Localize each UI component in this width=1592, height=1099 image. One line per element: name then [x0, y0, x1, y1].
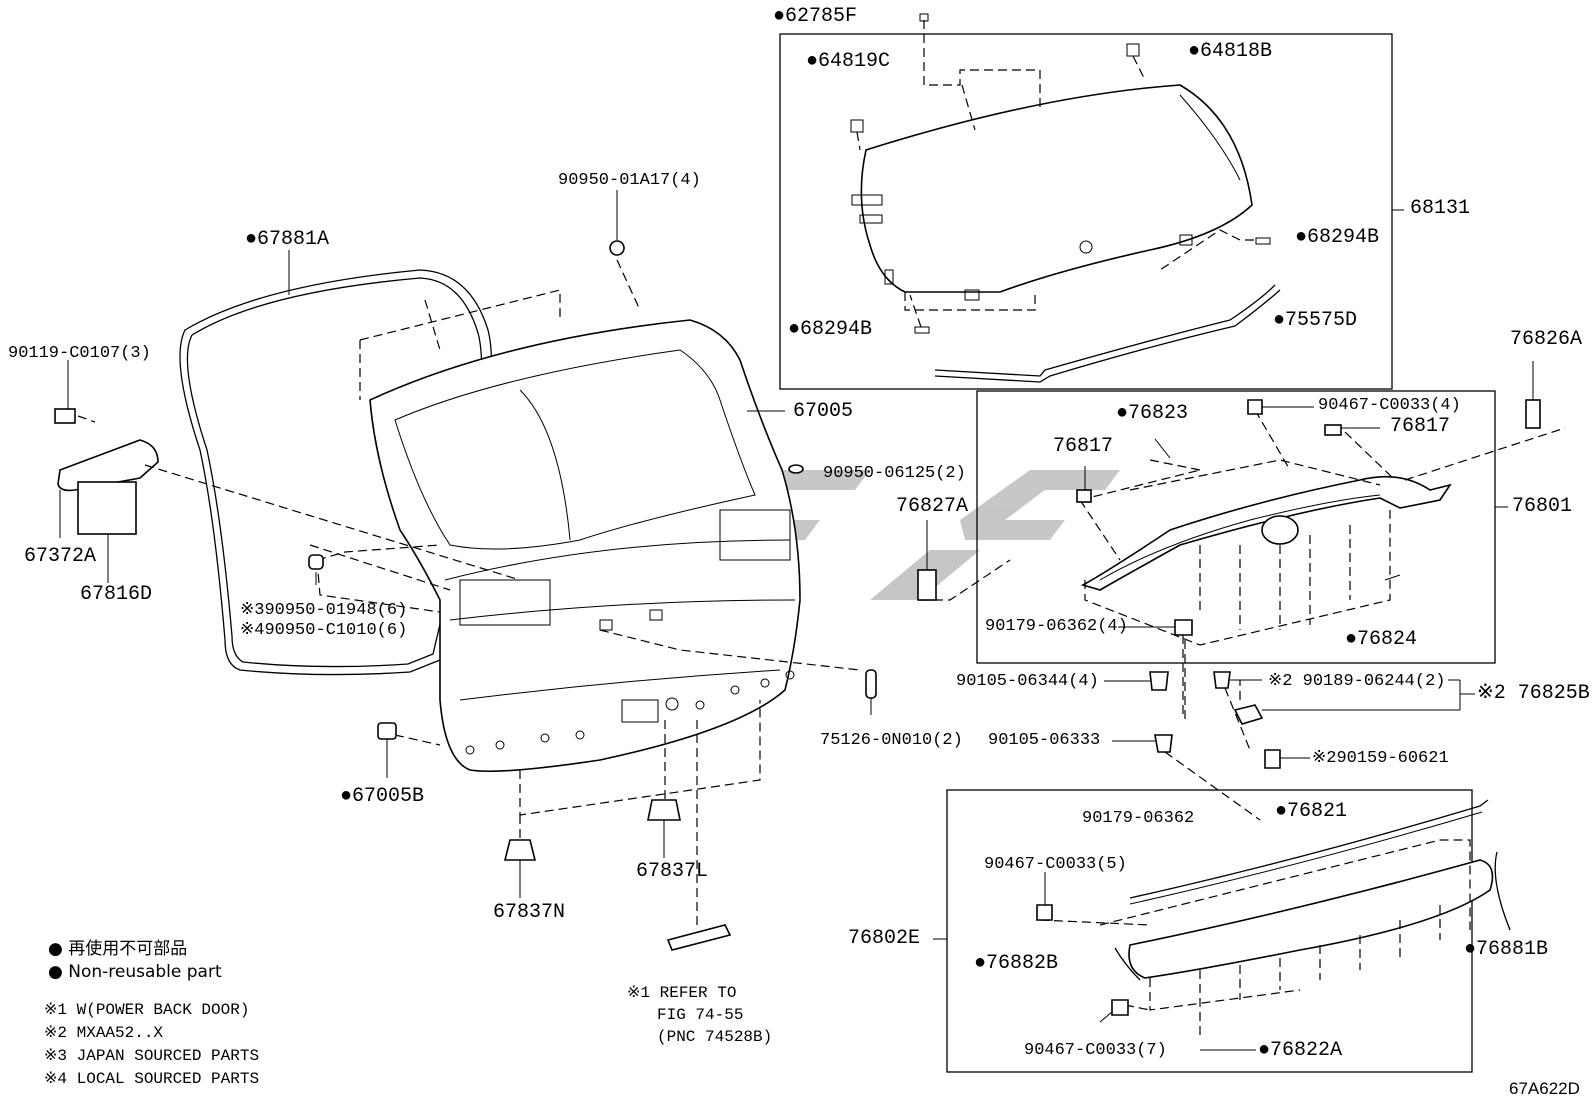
label-67881A: ●67881A: [245, 228, 330, 251]
label-75575D: ●75575D: [1273, 309, 1358, 332]
label-76817-right: 76817: [1390, 415, 1451, 438]
back-door-panel-67005: [369, 319, 801, 773]
label-90950-C1010: ※490950-C1010(6): [240, 621, 408, 640]
refer-note-line2: FIG 74-55: [657, 1006, 744, 1024]
label-76821: ●76821: [1275, 800, 1348, 823]
back-door-glass: [860, 84, 1253, 293]
label-76826A: 76826A: [1510, 328, 1583, 351]
label-90105-06344: 90105-06344(4): [956, 672, 1099, 691]
garnish-76802E: [1128, 859, 1494, 979]
label-67005B: ●67005B: [340, 785, 425, 808]
label-90179-06362-4: 90179-06362(4): [985, 617, 1128, 636]
label-67372A: 67372A: [24, 545, 97, 568]
label-67837L: 67837L: [636, 860, 709, 883]
label-90950-01948: ※390950-01948(6): [240, 601, 408, 620]
molding-75575D: [934, 284, 1276, 377]
label-67816D: 67816D: [80, 583, 153, 606]
label-90189-06244: ※2 90189-06244(2): [1268, 672, 1446, 691]
refer-note-line1: ※1 REFER TO: [627, 984, 737, 1002]
label-76802E: 76802E: [848, 927, 921, 950]
label-67816D: [77, 481, 137, 535]
label-76801: 76801: [1512, 495, 1573, 518]
label-68131: 68131: [1410, 197, 1471, 220]
label-90950-06125: 90950-06125(2): [823, 464, 966, 483]
label-76822A: ●76822A: [1258, 1039, 1343, 1062]
hinge-67372A: [57, 439, 159, 492]
label-90467-C0033-7: 90467-C0033(7): [1024, 1041, 1167, 1060]
legend-note-2: ※2 MXAA52..X: [44, 1024, 164, 1042]
label-76882B: ●76882B: [974, 952, 1059, 975]
legend-note-1: ※1 W(POWER BACK DOOR): [44, 1001, 250, 1019]
label-67005: 67005: [793, 400, 854, 423]
label-90950-01A17: 90950-01A17(4): [558, 171, 701, 190]
label-64819C: ●64819C: [806, 50, 891, 73]
label-90119-C0107: 90119-C0107(3): [8, 344, 151, 363]
legend-japanese: ● 再使用不可部品: [48, 939, 188, 959]
label-76881B: ●76881B: [1464, 938, 1549, 961]
glass-group-box: [779, 33, 1393, 390]
label-68294B-left: ●68294B: [788, 318, 873, 341]
label-76827A: 76827A: [896, 495, 969, 518]
label-90467-C0033-4: 90467-C0033(4): [1318, 396, 1461, 415]
label-62785F: ●62785F: [773, 5, 858, 28]
label-90105-06333: 90105-06333: [988, 731, 1101, 750]
label-76825B: ※2 76825B: [1477, 682, 1590, 705]
label-90159-60621: ※290159-60621: [1312, 749, 1449, 768]
bracket-76827A: [917, 569, 937, 601]
label-76823: ●76823: [1116, 402, 1189, 425]
label-90179-06362: 90179-06362: [1082, 809, 1195, 828]
label-76817-left: 76817: [1053, 435, 1114, 458]
label-76824: ●76824: [1345, 628, 1418, 651]
label-68294B-right: ●68294B: [1295, 226, 1380, 249]
label-90467-C0033-5: 90467-C0033(5): [984, 855, 1127, 874]
label-67837N: 67837N: [493, 901, 566, 924]
refer-note-line3: (PNC 74528B): [657, 1028, 773, 1046]
lower-garnish-box: [946, 789, 1473, 1073]
legend-note-3: ※3 JAPAN SOURCED PARTS: [44, 1047, 260, 1065]
label-plate-ref: [666, 924, 732, 951]
label-64818B: ●64818B: [1188, 40, 1273, 63]
garnish-76801: [1080, 475, 1452, 591]
molding-76821: [1129, 799, 1489, 899]
figure-code: 67A622D: [1509, 1079, 1580, 1098]
label-75126-0N010: 75126-0N010(2): [820, 731, 963, 750]
legend-note-4: ※4 LOCAL SOURCED PARTS: [44, 1070, 260, 1088]
legend-english: ● Non-reusable part: [48, 962, 222, 982]
garnish-group-box: [976, 390, 1496, 664]
bracket-76826A: [1525, 399, 1541, 429]
